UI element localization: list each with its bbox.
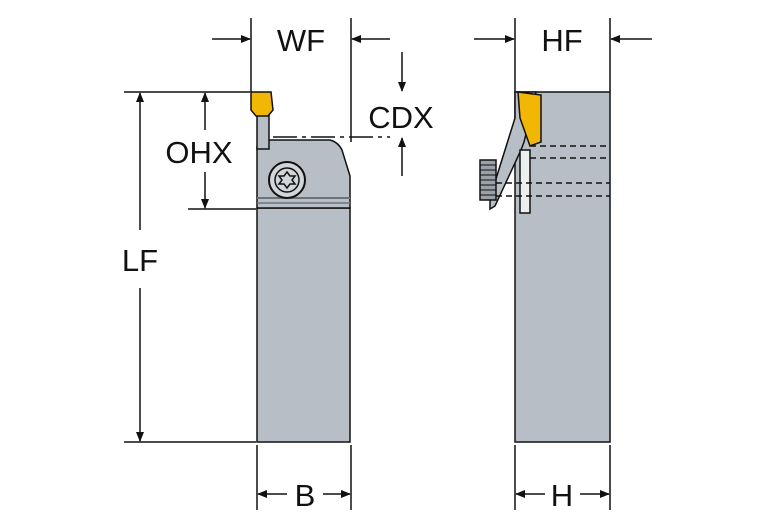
label-b: B xyxy=(295,478,316,513)
label-hf: HF xyxy=(541,23,582,58)
insert-side xyxy=(517,91,542,147)
knurl-lines xyxy=(480,164,496,196)
torx-socket-icon xyxy=(277,170,297,190)
label-lf: LF xyxy=(122,243,158,278)
screw-shaft xyxy=(519,149,531,214)
label-cdx: CDX xyxy=(368,100,434,135)
blade-neck xyxy=(256,112,270,150)
front-shank xyxy=(256,207,351,443)
hidden-lines xyxy=(496,145,610,197)
front-view xyxy=(250,91,351,443)
dimension-arrows xyxy=(136,35,652,498)
clamp-screw-inner xyxy=(274,167,300,193)
label-ohx: OHX xyxy=(165,135,233,170)
label-wf: WF xyxy=(277,23,325,58)
label-h: H xyxy=(551,478,573,513)
insert-front xyxy=(250,91,274,117)
side-shank xyxy=(514,91,611,443)
side-view xyxy=(479,91,611,443)
dimension-lines xyxy=(124,18,611,510)
